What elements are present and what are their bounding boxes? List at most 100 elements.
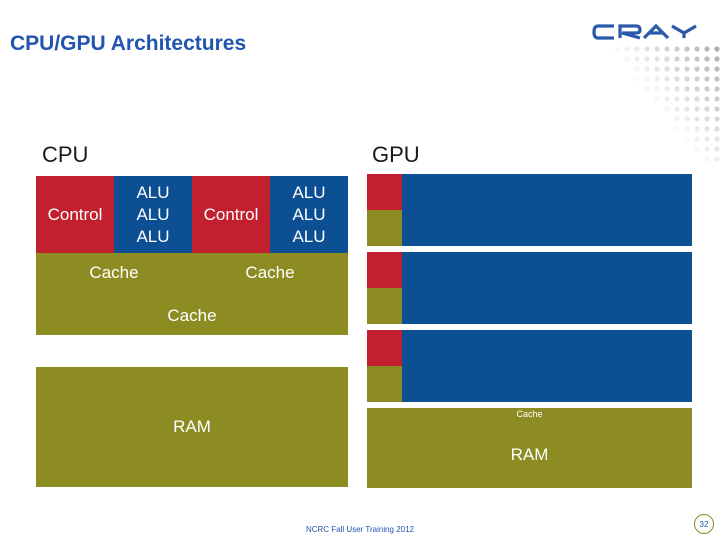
- cpu-core1-alu-label: ALU: [136, 182, 170, 202]
- decor-dot: [684, 106, 690, 112]
- page-title: CPU/GPU Architectures: [10, 32, 247, 55]
- cpu-heading: CPU: [42, 142, 89, 167]
- decor-dot: [684, 116, 690, 122]
- decor-dot: [654, 66, 660, 72]
- decor-dot: [714, 146, 720, 152]
- decor-dot: [674, 106, 680, 112]
- decor-dot: [664, 106, 670, 112]
- decor-dot: [684, 96, 690, 102]
- decor-dot: [684, 66, 690, 72]
- cpu-core1-alus: ALU ALU ALU: [114, 176, 192, 253]
- decor-dot: [684, 136, 690, 142]
- cpu-core1-cache-label: Cache: [89, 263, 139, 282]
- decor-dot: [674, 96, 680, 102]
- decor-dot: [704, 146, 710, 152]
- decor-dot: [714, 156, 720, 162]
- decor-dot: [674, 116, 680, 122]
- cpu-core1-control-label: Control: [47, 204, 103, 224]
- decor-dot: [684, 56, 690, 62]
- cpu-core2-cache: Cache: [192, 253, 348, 293]
- gpu-sm3-alus: [402, 330, 692, 402]
- decor-dot: [674, 46, 680, 52]
- decor-dot: [674, 56, 680, 62]
- decor-dot: [644, 46, 650, 52]
- gpu-sm1-control: [367, 174, 402, 210]
- decor-dot: [684, 86, 690, 92]
- decor-dot: [714, 116, 720, 122]
- decor-dot: [644, 86, 650, 92]
- decor-dot: [704, 46, 710, 52]
- cpu-ram: RAM: [36, 367, 348, 487]
- gpu-sm3-cache: [367, 366, 402, 402]
- cpu-core1-cache: Cache: [36, 253, 192, 293]
- decor-dot: [684, 126, 690, 132]
- decor-dot: [704, 86, 710, 92]
- decor-dot: [694, 76, 700, 82]
- cpu-core2-control: Control: [192, 176, 270, 253]
- decor-dot: [624, 56, 630, 62]
- gpu-sm3-control: [367, 330, 402, 366]
- decor-dot: [654, 96, 660, 102]
- decor-dot: [714, 86, 720, 92]
- decor-dot: [704, 106, 710, 112]
- cpu-core1-alu-label: ALU: [136, 226, 170, 246]
- cpu-shared-cache-label: Cache: [167, 306, 217, 325]
- gpu-cache-ram: Cache RAM: [367, 408, 692, 488]
- decor-dot: [704, 56, 710, 62]
- decor-dot: [704, 66, 710, 72]
- cpu-core1-alu-label: ALU: [136, 204, 170, 224]
- decor-dot: [714, 46, 720, 52]
- decor-dot: [634, 46, 640, 52]
- decor-dot: [654, 86, 660, 92]
- decor-dot: [694, 136, 700, 142]
- decor-dot: [714, 126, 720, 132]
- decor-dot: [644, 66, 650, 72]
- decor-dot: [654, 56, 660, 62]
- cpu-core2-cache-label: Cache: [245, 263, 295, 282]
- cpu-core2-alu-label: ALU: [292, 226, 326, 246]
- decor-dot: [694, 106, 700, 112]
- decor-dot: [664, 56, 670, 62]
- decor-dot: [694, 146, 700, 152]
- gpu-sm2-alus: [402, 252, 692, 324]
- decor-dot: [694, 66, 700, 72]
- decor-dot: [674, 66, 680, 72]
- decor-dot: [714, 136, 720, 142]
- gpu-ram-label: RAM: [510, 445, 549, 464]
- decor-dot: [664, 66, 670, 72]
- decor-dot: [644, 56, 650, 62]
- decor-dot: [684, 46, 690, 52]
- decor-dot: [714, 66, 720, 72]
- decor-dot: [684, 76, 690, 82]
- decor-dot: [714, 56, 720, 62]
- gpu-sm1-cache: [367, 210, 402, 246]
- decorative-dot-pattern: [614, 46, 720, 162]
- decor-dot: [704, 96, 710, 102]
- page-number: 32: [694, 514, 714, 534]
- decor-dot: [674, 126, 680, 132]
- cpu-ram-label: RAM: [173, 417, 211, 436]
- decor-dot: [694, 116, 700, 122]
- cpu-core2-alu-label: ALU: [292, 182, 326, 202]
- cray-logo: [592, 23, 697, 40]
- decor-dot: [654, 46, 660, 52]
- decor-dot: [634, 76, 640, 82]
- decor-dot: [714, 96, 720, 102]
- cpu-core2-alus: ALU ALU ALU: [270, 176, 348, 253]
- decor-dot: [664, 96, 670, 102]
- decor-dot: [674, 76, 680, 82]
- decor-dot: [644, 76, 650, 82]
- gpu-cache-label: Cache: [516, 409, 543, 419]
- decor-dot: [704, 76, 710, 82]
- cpu-core2-alu-label: ALU: [292, 204, 326, 224]
- decor-dot: [694, 46, 700, 52]
- gpu-sm2-cache: [367, 288, 402, 324]
- cpu-core2-control-label: Control: [203, 204, 259, 224]
- decor-dot: [634, 56, 640, 62]
- cpu-core1-control: Control: [36, 176, 114, 253]
- decor-dot: [704, 116, 710, 122]
- footer-text: NCRC Fall User Training 2012: [305, 525, 415, 534]
- decor-dot: [704, 126, 710, 132]
- decor-dot: [694, 96, 700, 102]
- decor-dot: [694, 56, 700, 62]
